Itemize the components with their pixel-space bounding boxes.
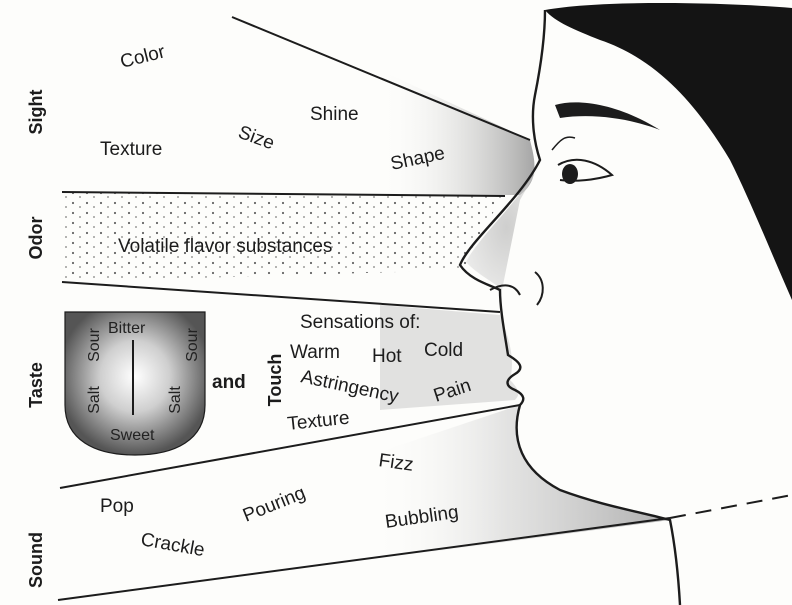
sense-label-sound: Sound — [26, 532, 46, 588]
taste-word-and: and — [212, 372, 246, 393]
cheek-mark — [535, 272, 543, 305]
touch-word-warm: Warm — [290, 342, 340, 363]
sight-word-texture: Texture — [100, 139, 162, 160]
tongue-word-salt-left: Salt — [86, 386, 103, 414]
sense-label-odor: Odor — [26, 217, 46, 260]
eyelash-mark — [552, 137, 575, 150]
eye-pupil — [562, 164, 578, 184]
dashed-extension-line — [670, 495, 792, 518]
sound-word-crackle: Crackle — [139, 529, 206, 561]
odor-taste-boundary — [62, 282, 500, 312]
sense-label-taste: Taste — [26, 362, 46, 408]
sound-word-pop: Pop — [100, 496, 134, 517]
sight-word-shine: Shine — [310, 104, 359, 125]
tongue-word-sour-right: Sour — [184, 327, 201, 361]
odor-word-volatile: Volatile flavor substances — [118, 236, 332, 257]
touch-word-cold: Cold — [424, 340, 463, 361]
nostril — [490, 285, 520, 295]
tongue-word-sour-left: Sour — [86, 327, 103, 361]
sound-cone-shade — [370, 405, 670, 560]
sight-word-size: Size — [235, 122, 277, 154]
tongue-word-sweet: Sweet — [110, 427, 155, 444]
sense-label-sight: Sight — [26, 90, 46, 135]
sense-label-touch: Touch — [265, 354, 285, 407]
sight-word-color: Color — [118, 41, 168, 73]
tongue-word-salt-right: Salt — [167, 386, 184, 414]
tongue-word-bitter: Bitter — [108, 320, 146, 337]
eyebrow — [555, 102, 660, 130]
touch-word-hot: Hot — [372, 346, 402, 367]
sound-word-pouring: Pouring — [240, 483, 309, 527]
touch-word-texture: Texture — [286, 408, 350, 435]
touch-word-sensations: Sensations of: — [300, 312, 420, 333]
hair-shape — [545, 3, 792, 300]
